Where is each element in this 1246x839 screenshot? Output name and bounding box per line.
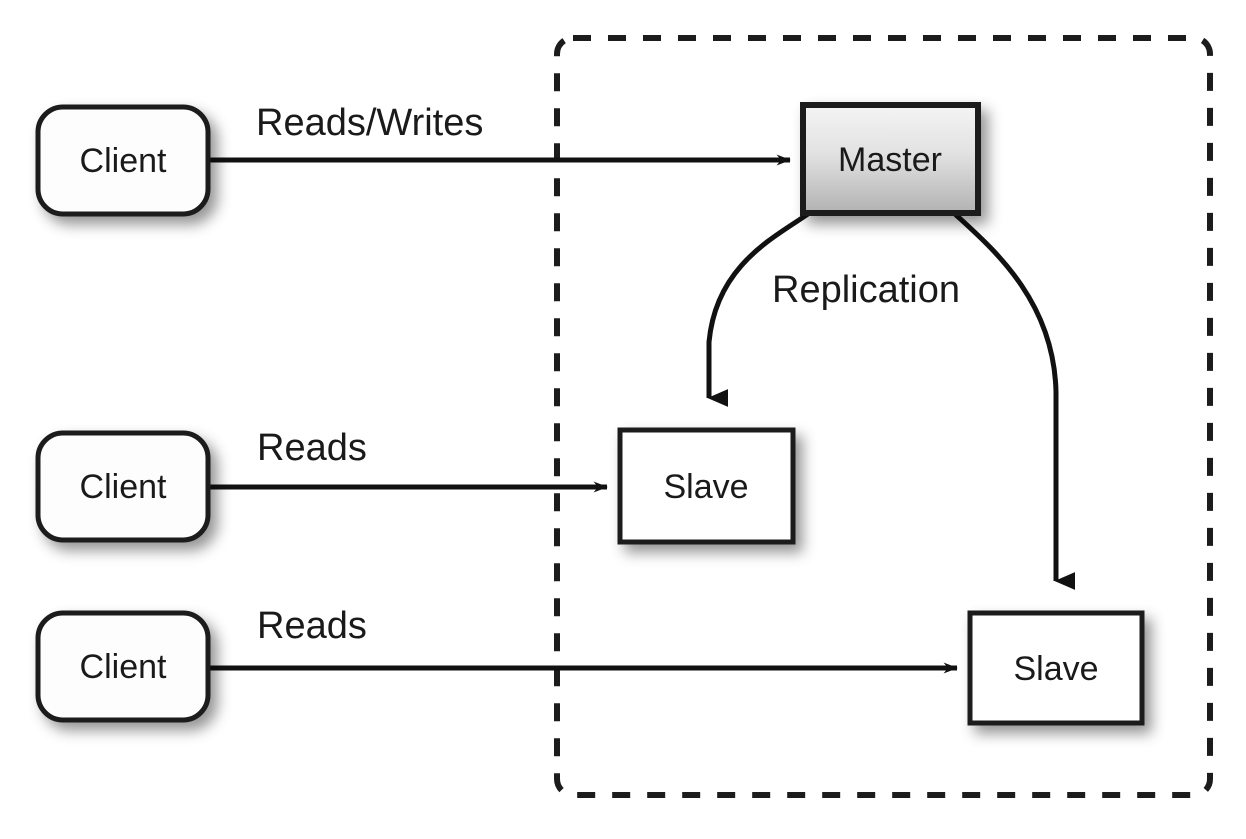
client-1-box[interactable] (35, 104, 211, 217)
node-slave-1[interactable]: Slave (617, 427, 796, 545)
client-1-label: Client (80, 142, 167, 180)
client-2-label: Client (80, 468, 167, 506)
slave-1-label: Slave (663, 468, 748, 506)
edge-label-reads-slave2: Reads (257, 605, 367, 647)
edge-master-to-slave2 (953, 212, 1075, 590)
edge-label-reads-writes: Reads/Writes (256, 102, 483, 144)
slave-2-label: Slave (1013, 650, 1098, 688)
slave-1-box[interactable] (617, 427, 796, 545)
node-slave-2[interactable]: Slave (967, 610, 1145, 726)
client-2-box[interactable] (35, 430, 211, 543)
node-client-1[interactable]: Client (35, 104, 211, 217)
edge-label-reads-slave1: Reads (257, 427, 367, 469)
slave-2-box[interactable] (967, 610, 1145, 726)
client-3-box[interactable] (35, 610, 211, 723)
master-box[interactable] (800, 102, 981, 216)
edge-label-replication: Replication (772, 269, 960, 311)
node-client-3[interactable]: Client (35, 610, 211, 723)
node-master[interactable]: Master (800, 102, 981, 216)
node-client-2[interactable]: Client (35, 430, 211, 543)
edge-master-to-slave1 (706, 211, 810, 407)
master-label: Master (838, 141, 942, 179)
client-3-label: Client (80, 648, 167, 686)
